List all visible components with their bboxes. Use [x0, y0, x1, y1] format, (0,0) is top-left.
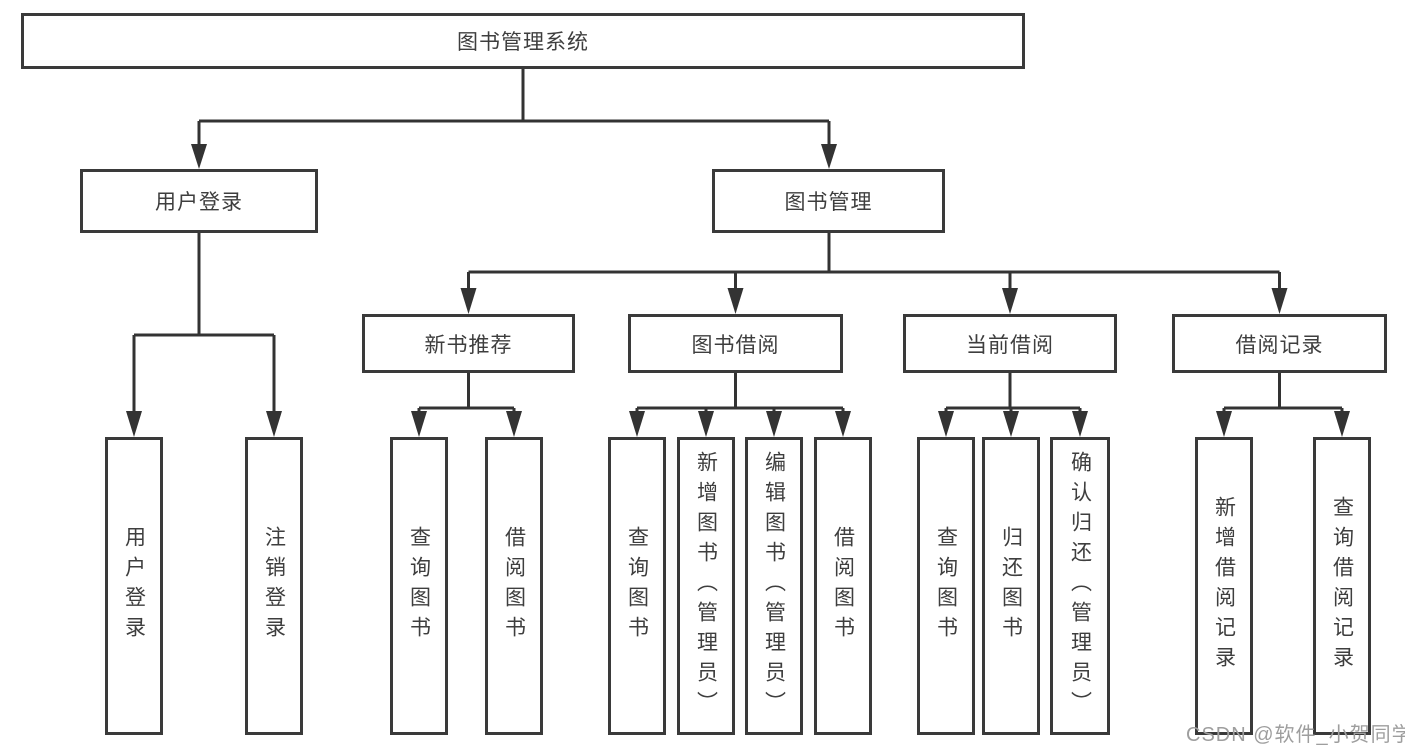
node-borrowing-records: 借阅记录	[1172, 314, 1387, 373]
node-label: 归还图书	[999, 526, 1023, 646]
leaf-cb-confirm-return-admin: 确认归还（管理员）	[1050, 437, 1110, 735]
node-label: 查询图书	[934, 526, 958, 646]
connector-root-to-level2	[191, 69, 837, 169]
node-label: 借阅图书	[831, 526, 855, 646]
node-label: 图书管理	[784, 191, 873, 214]
leaf-bb-edit-books-admin: 编辑图书（管理员）	[745, 437, 803, 735]
node-user-login: 用户登录	[80, 169, 318, 233]
node-label: 借阅图书	[502, 526, 526, 646]
node-library-management-system: 图书管理系统	[21, 13, 1025, 69]
leaf-bb-add-books-admin: 新增图书（管理员）	[677, 437, 735, 735]
node-book-management: 图书管理	[712, 169, 945, 233]
leaf-nbr-borrow-books: 借阅图书	[485, 437, 543, 735]
node-label: 图书管理系统	[457, 31, 589, 54]
node-label: 用户登录	[122, 526, 146, 646]
connector-user-login-children	[126, 233, 282, 437]
node-label: 新增借阅记录	[1212, 496, 1236, 676]
connector-borrowing-records-children	[1216, 373, 1350, 437]
node-label: 查询借阅记录	[1330, 496, 1354, 676]
connector-new-book-recommendation-children	[411, 373, 522, 437]
leaf-logout-login: 注销登录	[245, 437, 303, 735]
node-current-borrowing: 当前借阅	[903, 314, 1117, 373]
leaf-bb-query-books: 查询图书	[608, 437, 666, 735]
node-book-borrowing: 图书借阅	[628, 314, 843, 373]
node-new-book-recommendation: 新书推荐	[362, 314, 575, 373]
leaf-cb-query-books: 查询图书	[917, 437, 975, 735]
node-label: 借阅记录	[1235, 333, 1324, 357]
node-label: 注销登录	[262, 526, 286, 646]
connector-book-management-to-level3	[460, 233, 1288, 314]
node-label: 编辑图书（管理员）	[762, 451, 786, 721]
node-label: 确认归还（管理员）	[1068, 451, 1092, 721]
node-label: 图书借阅	[691, 333, 780, 357]
node-label: 新书推荐	[424, 333, 513, 357]
csdn-watermark: CSDN @软件_小贺同学	[1186, 724, 1405, 746]
leaf-br-add-borrow-record: 新增借阅记录	[1195, 437, 1253, 735]
node-label: 查询图书	[407, 526, 431, 646]
leaf-br-query-borrow-record: 查询借阅记录	[1313, 437, 1371, 735]
leaf-nbr-query-books: 查询图书	[390, 437, 448, 735]
node-label: 用户登录	[155, 191, 243, 214]
leaf-user-login: 用户登录	[105, 437, 163, 735]
node-label: 当前借阅	[966, 333, 1054, 357]
node-label: 查询图书	[625, 526, 649, 646]
node-label: 新增图书（管理员）	[694, 451, 718, 721]
leaf-cb-return-books: 归还图书	[982, 437, 1040, 735]
connector-book-borrowing-children	[629, 373, 851, 437]
connector-current-borrowing-children	[938, 373, 1088, 437]
leaf-bb-borrow-books: 借阅图书	[814, 437, 872, 735]
